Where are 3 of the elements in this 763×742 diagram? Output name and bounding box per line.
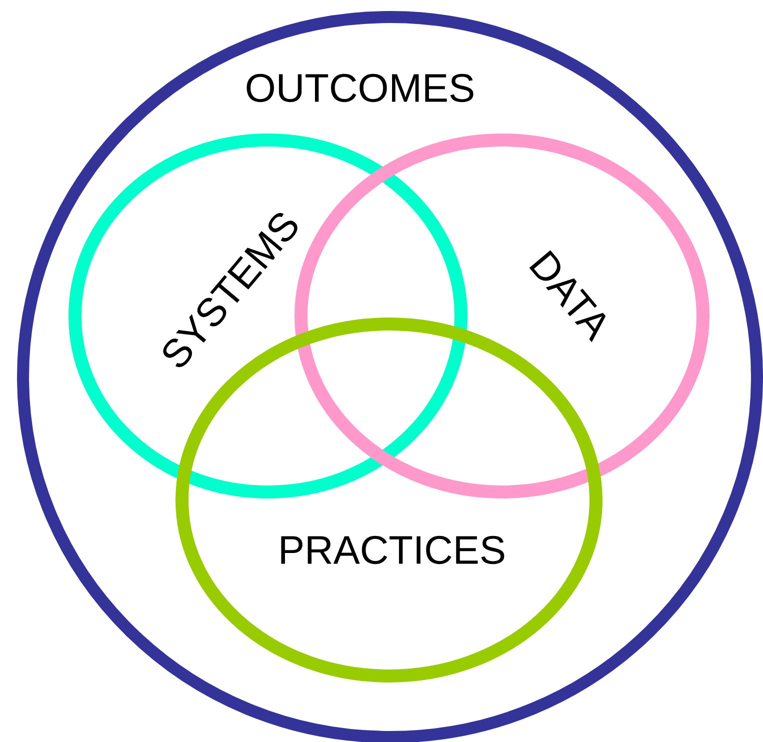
circle-label: PRACTICES [281,536,504,564]
venn-circle [68,133,468,498]
circle-label: OUTCOMES [246,74,474,102]
